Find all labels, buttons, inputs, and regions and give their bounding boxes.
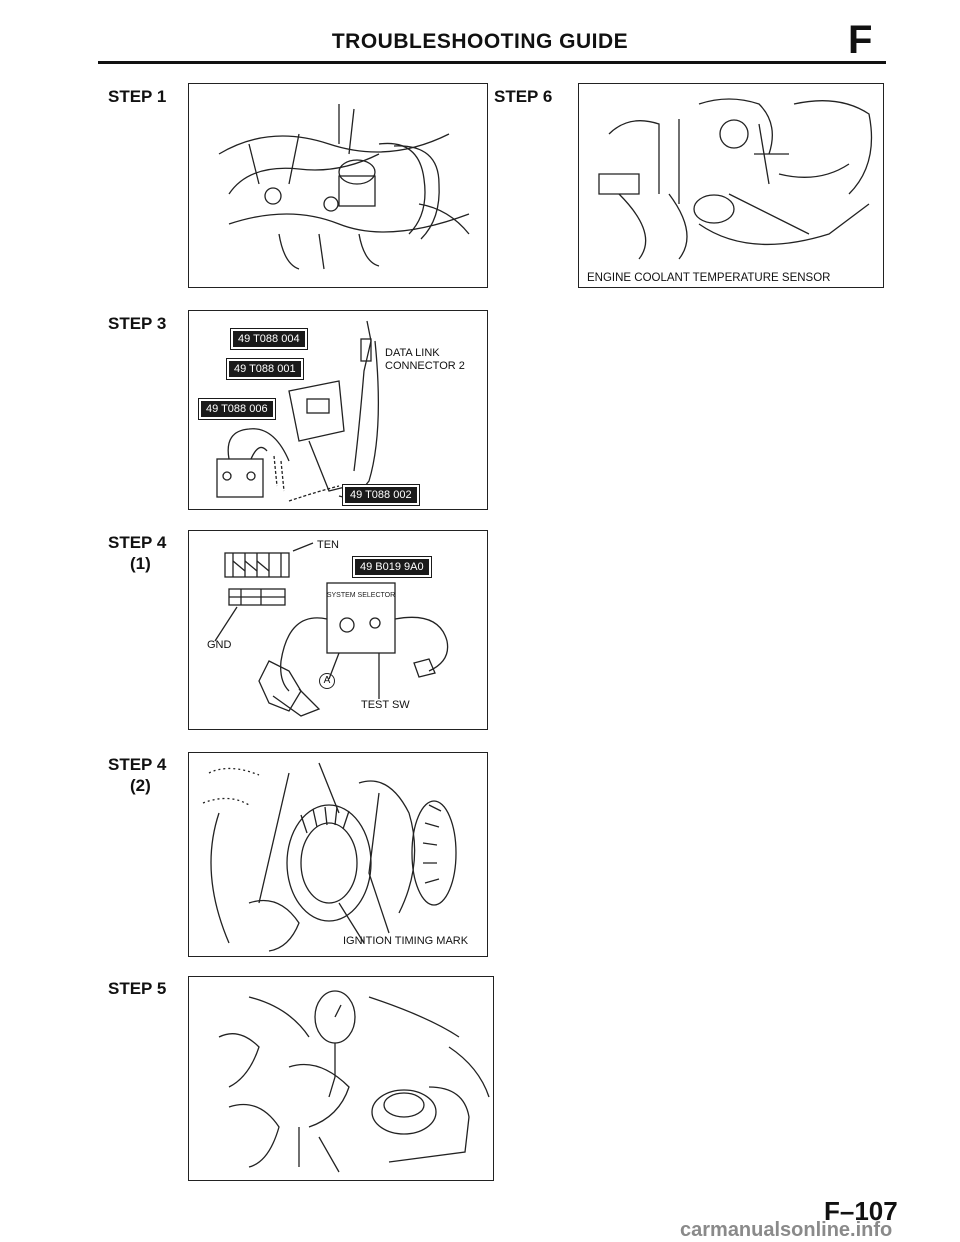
step-5-illustration: [188, 976, 494, 1181]
data-link-callout-line1: DATA LINK: [385, 347, 440, 359]
step-4-1-label-group: STEP 4 (1): [108, 532, 166, 574]
coolant-sensor-illustration: [598, 98, 873, 260]
tool-tag-49-b019-9a0: 49 B019 9A0: [352, 556, 432, 578]
step-3-illustration: 49 T088 004 49 T088 001 49 T088 006 49 T…: [188, 310, 488, 510]
data-link-callout-line2: CONNECTOR 2: [385, 360, 465, 372]
ignition-timing-mark-callout: IGNITION TIMING MARK: [343, 935, 469, 947]
step-4-1-label: STEP 4: [108, 533, 167, 552]
tool-tag-49-t088-002: 49 T088 002: [342, 484, 420, 506]
step-4-1-sublabel: (1): [130, 554, 151, 573]
step-4-2-sublabel: (2): [130, 776, 151, 795]
step-4-2-label: STEP 4: [108, 755, 167, 774]
step-1-illustration: [188, 83, 488, 288]
tool-tag-49-t088-004: 49 T088 004: [230, 328, 308, 350]
step-3-label: STEP 3: [108, 314, 167, 333]
page-number: F–107: [824, 1196, 898, 1226]
step-4-2-label-group: STEP 4 (2): [108, 754, 166, 796]
tester-panel-label: SYSTEM SELECTOR: [327, 592, 395, 599]
step-6-illustration: ENGINE COOLANT TEMPERATURE SENSOR: [578, 83, 884, 288]
step-5-label: STEP 5: [108, 979, 167, 998]
gnd-callout: GND: [207, 639, 232, 651]
timing-mark-illustration: [202, 762, 457, 952]
engine-vacuum-illustration: [218, 104, 470, 270]
header-rule: [98, 61, 886, 64]
tool-tag-49-t088-001: 49 T088 001: [226, 358, 304, 380]
ten-callout: TEN: [317, 539, 339, 551]
step-6-label: STEP 6: [494, 87, 553, 106]
section-letter: F: [848, 18, 873, 62]
system-selector-illustration: SYSTEM SELECTOR: [214, 542, 449, 717]
step-4-2-illustration: IGNITION TIMING MARK: [188, 752, 488, 957]
terminal-a-callout: A: [319, 673, 335, 689]
watermark: carmanualsonline.info: [680, 1219, 893, 1241]
step-1-label: STEP 1: [108, 87, 167, 106]
coolant-sensor-caption: ENGINE COOLANT TEMPERATURE SENSOR: [587, 272, 831, 284]
step-4-1-illustration: SYSTEM SELECTOR 49 B019 9A0 TEN GND A TE…: [188, 530, 488, 730]
test-sw-callout: TEST SW: [361, 699, 410, 711]
pressure-gauge-illustration: [218, 990, 490, 1173]
tool-tag-49-t088-006: 49 T088 006: [198, 398, 276, 420]
page-title: TROUBLESHOOTING GUIDE: [331, 30, 629, 53]
